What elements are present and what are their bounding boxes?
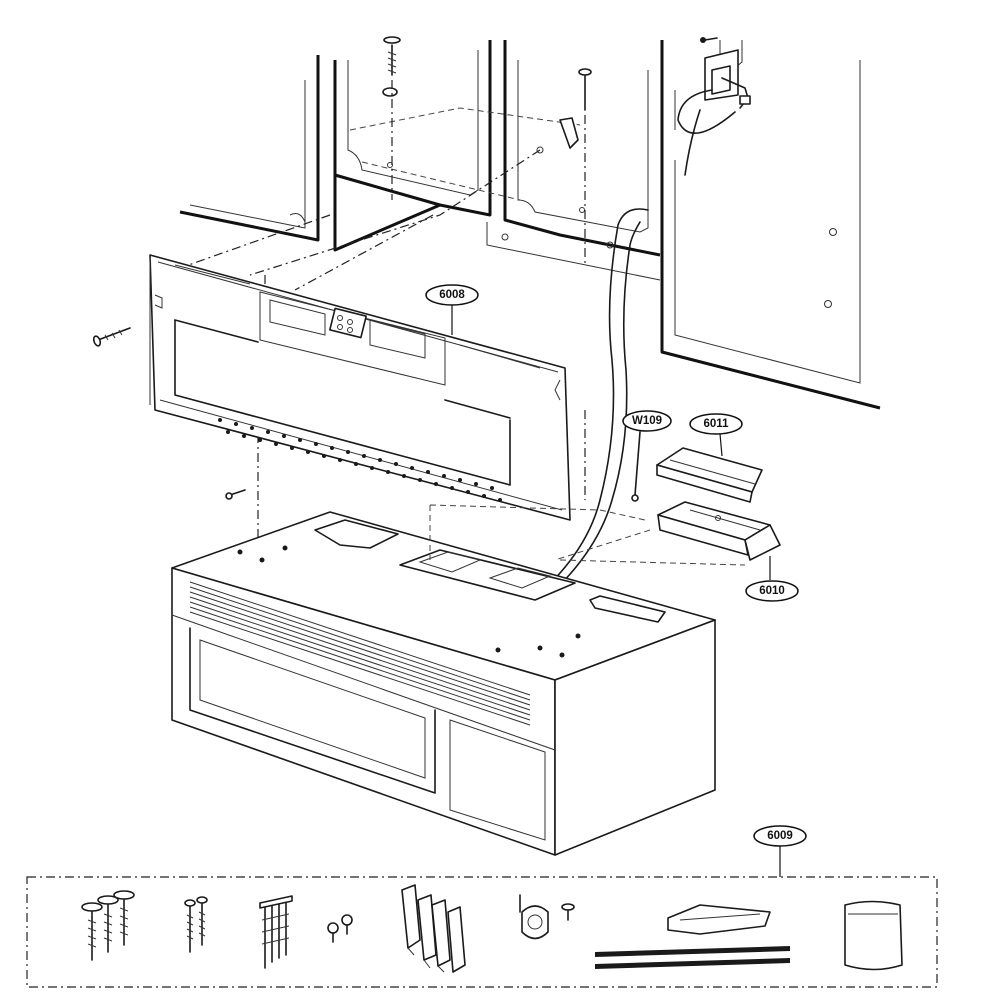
cabinet-screws <box>382 36 592 213</box>
power-wire <box>631 431 641 502</box>
callout-6008-label: 6008 <box>439 289 465 301</box>
toggle-bolts <box>81 890 135 961</box>
long-bolts <box>259 895 293 969</box>
hardware-kit: 6009 <box>26 825 938 988</box>
callout-6011-label: 6011 <box>704 418 730 430</box>
callout-6009-label: 6009 <box>767 830 793 842</box>
callout-w109: W109 <box>622 410 672 432</box>
damper-cover <box>656 447 763 503</box>
callout-6010-label: 6010 <box>759 585 785 597</box>
vent-grille <box>189 581 531 726</box>
microwave-oven <box>171 511 716 856</box>
cabinet-brackets <box>401 884 466 973</box>
small-screw <box>225 489 246 500</box>
callout-6011: 6011 <box>689 413 743 457</box>
damper-strip <box>595 904 790 969</box>
alignment-lines <box>179 80 586 650</box>
hardware-bag <box>844 900 903 971</box>
callout-6009: 6009 <box>753 825 807 877</box>
power-cord <box>519 109 701 613</box>
wood-screws <box>184 896 208 953</box>
small-screws <box>327 914 353 943</box>
upper-cabinets <box>179 40 881 410</box>
callout-6010: 6010 <box>745 556 799 602</box>
callout-w109-label: W109 <box>632 415 662 427</box>
damper-guide <box>429 504 746 566</box>
callout-6008: 6008 <box>425 284 479 335</box>
cord-clamp <box>519 894 575 940</box>
wall-outlet <box>677 37 751 135</box>
exhaust-damper <box>657 501 781 561</box>
mounting-plate <box>92 254 571 521</box>
plate-screw <box>92 327 131 347</box>
plate-hole-rows <box>218 418 502 502</box>
